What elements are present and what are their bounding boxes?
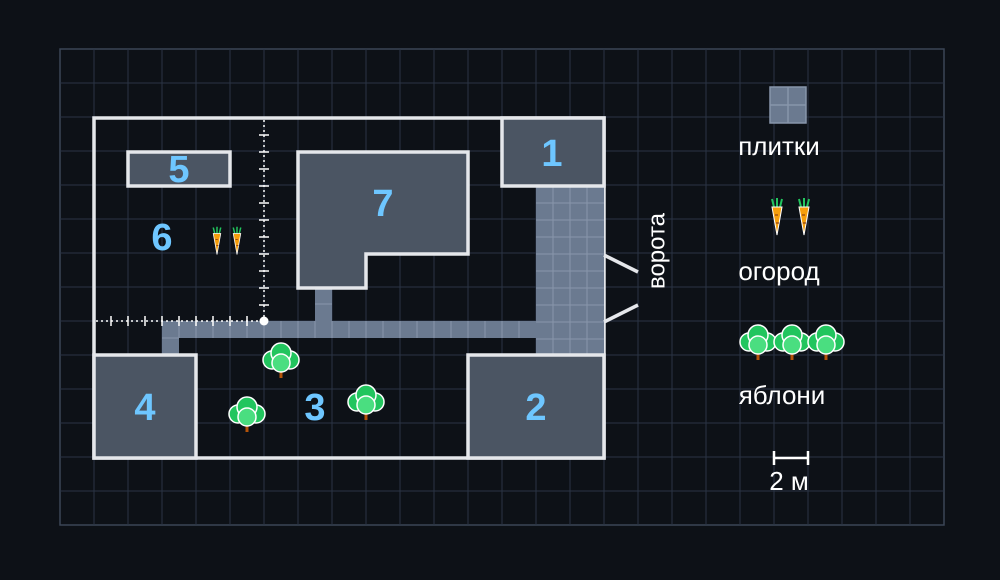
legend-tiles-label: плитки [738, 131, 820, 161]
legend-garden-label: огород [738, 256, 819, 286]
scale-label: 2 м [769, 466, 809, 496]
plot-number-1: 1 [541, 133, 562, 175]
legend-apple-trees-label: яблони [739, 380, 826, 410]
tile-path [162, 186, 604, 355]
plot-number-6: 6 [151, 217, 172, 259]
plot-number-4: 4 [134, 387, 155, 429]
gate-right [603, 303, 639, 324]
building-4 [92, 353, 198, 460]
building-5 [126, 150, 232, 188]
plot-number-2: 2 [525, 387, 546, 429]
measurement-lines [96, 120, 269, 326]
scale-bar [772, 451, 810, 465]
legend: плитки огород яблони 2 м [738, 86, 845, 496]
building-1 [500, 116, 606, 188]
gate-label: ворота [643, 212, 670, 289]
building-7 [296, 150, 470, 290]
tile-icon [769, 86, 807, 124]
gate-left [603, 253, 639, 274]
plot-number-7: 7 [372, 183, 393, 225]
plot-number-3: 3 [304, 387, 325, 429]
building-2 [466, 353, 606, 460]
plot-number-5: 5 [168, 149, 189, 191]
